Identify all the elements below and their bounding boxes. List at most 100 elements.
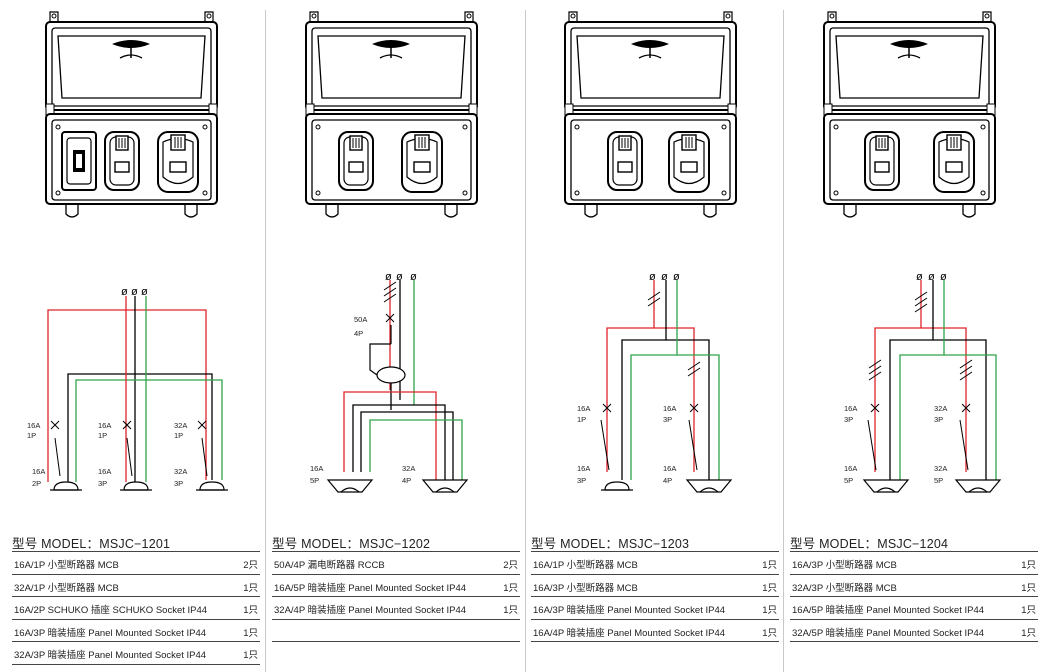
parts-table: 16A/1P 小型断路器 MCB 2只 32A/1P 小型断路器 MCB 1只 16… bbox=[12, 551, 260, 665]
svg-text:3P: 3P bbox=[844, 415, 853, 424]
part-quantity: 1只 bbox=[503, 582, 518, 594]
svg-text:2P: 2P bbox=[32, 479, 41, 488]
svg-text:ø: ø bbox=[131, 286, 138, 298]
svg-text:1P: 1P bbox=[27, 431, 36, 440]
svg-text:4P: 4P bbox=[663, 476, 672, 485]
svg-text:1P: 1P bbox=[174, 431, 183, 440]
part-description: 16A/3P 暗装插座 Panel Mounted Socket IP44 bbox=[533, 605, 726, 616]
table-row: 50A/4P 漏电断路器 RCCB 2只 bbox=[272, 551, 520, 574]
table-row: 16A/3P 暗装插座 Panel Mounted Socket IP44 1只 bbox=[531, 596, 779, 619]
svg-text:5P: 5P bbox=[934, 476, 943, 485]
svg-text:32A: 32A bbox=[174, 467, 187, 476]
svg-text:16A: 16A bbox=[310, 464, 323, 473]
part-quantity: 1只 bbox=[1021, 560, 1036, 571]
model-panel-1203: ø ø ø 16A 1P 16A 3P 16A 3P 16A 4P 型号 MOD… bbox=[519, 0, 779, 672]
svg-text:1P: 1P bbox=[98, 431, 107, 440]
svg-text:ø: ø bbox=[396, 271, 403, 283]
part-quantity: 2只 bbox=[243, 560, 258, 571]
part-description: 16A/2P SCHUKO 插座 SCHUKO Socket IP44 bbox=[14, 605, 208, 616]
svg-text:3P: 3P bbox=[663, 415, 672, 424]
part-quantity: 1只 bbox=[762, 560, 777, 571]
table-row: 32A/1P 小型断路器 MCB 1只 bbox=[12, 573, 260, 597]
svg-text:ø: ø bbox=[649, 271, 656, 283]
table-row: 32A/5P 暗装插座 Panel Mounted Socket IP44 1只 bbox=[790, 618, 1038, 642]
part-description: 50A/4P 漏电断路器 RCCB bbox=[274, 560, 385, 571]
svg-text:3P: 3P bbox=[174, 479, 183, 488]
part-quantity: 1只 bbox=[762, 582, 777, 594]
terminal-symbols: ø ø ø bbox=[385, 271, 417, 283]
svg-text:16A: 16A bbox=[844, 404, 857, 413]
table-row bbox=[272, 618, 520, 642]
part-description: 16A/4P 暗装插座 Panel Mounted Socket IP44 bbox=[533, 627, 726, 639]
terminal-symbols: ø ø ø bbox=[916, 271, 947, 283]
svg-text:16A: 16A bbox=[98, 467, 111, 476]
svg-text:16A: 16A bbox=[663, 404, 676, 413]
part-quantity: 1只 bbox=[243, 582, 258, 594]
svg-text:1P: 1P bbox=[577, 415, 586, 424]
model-panel-1204: ø ø ø 16A 3P 32A 3P 16A 5P 32A 5P 型号 MOD… bbox=[778, 0, 1038, 672]
part-quantity: 1只 bbox=[243, 650, 258, 661]
svg-text:ø: ø bbox=[940, 271, 947, 283]
svg-text:32A: 32A bbox=[174, 421, 187, 430]
part-description: 16A/1P 小型断路器 MCB bbox=[14, 560, 119, 571]
part-description: 16A/5P 暗装插座 Panel Mounted Socket IP44 bbox=[792, 605, 985, 616]
terminal-symbols: ø ø ø bbox=[649, 271, 680, 283]
svg-text:16A: 16A bbox=[27, 421, 40, 430]
svg-text:5P: 5P bbox=[310, 476, 319, 485]
part-description: 16A/5P 暗装插座 Panel Mounted Socket IP44 bbox=[274, 582, 467, 594]
svg-text:3P: 3P bbox=[934, 415, 943, 424]
part-quantity: 1只 bbox=[1021, 627, 1036, 639]
enclosure-diagram-1203: ø ø ø 16A 1P 16A 3P 16A 3P 16A 4P bbox=[564, 11, 737, 493]
part-quantity: 1只 bbox=[1021, 582, 1036, 594]
model-title: 型号 MODEL：MSJC−1202 bbox=[272, 537, 431, 551]
part-description: 16A/1P 小型断路器 MCB bbox=[533, 560, 638, 571]
svg-text:32A: 32A bbox=[402, 464, 415, 473]
enclosure-diagram-1204: ø ø ø 16A 3P 32A 3P 16A 5P 32A 5P bbox=[823, 11, 1001, 493]
svg-text:4P: 4P bbox=[354, 329, 363, 338]
table-row: 16A/5P 暗装插座 Panel Mounted Socket IP44 1只 bbox=[790, 596, 1038, 619]
wiring-diagram-1203 bbox=[600, 280, 732, 493]
svg-text:32A: 32A bbox=[934, 464, 947, 473]
enclosure-diagram-1202: ø ø ø 50A 4P 16A 5P 32A 4P bbox=[305, 11, 478, 493]
svg-text:ø: ø bbox=[385, 271, 392, 283]
part-quantity: 1只 bbox=[762, 627, 777, 639]
column-divider bbox=[783, 10, 784, 672]
svg-text:3P: 3P bbox=[98, 479, 107, 488]
model-title: 型号 MODEL：MSJC−1204 bbox=[790, 537, 949, 551]
svg-text:16A: 16A bbox=[577, 404, 590, 413]
svg-text:ø: ø bbox=[673, 271, 680, 283]
model-title: 型号 MODEL：MSJC−1201 bbox=[12, 537, 171, 551]
svg-text:ø: ø bbox=[661, 271, 668, 283]
part-description: 32A/3P 暗装插座 Panel Mounted Socket IP44 bbox=[14, 650, 207, 661]
wiring-diagram-1201 bbox=[47, 296, 229, 491]
svg-text:ø: ø bbox=[916, 271, 923, 283]
part-quantity: 1只 bbox=[503, 605, 518, 616]
svg-text:16A: 16A bbox=[32, 467, 45, 476]
component-labels: 16A 3P 32A 3P 16A 5P 32A 5P bbox=[844, 404, 947, 485]
part-quantity: 2只 bbox=[503, 560, 518, 571]
column-divider bbox=[525, 10, 526, 672]
svg-text:ø: ø bbox=[928, 271, 935, 283]
svg-text:ø: ø bbox=[410, 271, 417, 283]
part-quantity: 1只 bbox=[243, 627, 258, 639]
wiring-diagram-1204 bbox=[863, 280, 1001, 493]
svg-text:32A: 32A bbox=[934, 404, 947, 413]
part-quantity: 1只 bbox=[762, 605, 777, 616]
svg-text:50A: 50A bbox=[354, 315, 367, 324]
svg-text:4P: 4P bbox=[402, 476, 411, 485]
column-divider bbox=[265, 10, 266, 672]
table-row: 16A/4P 暗装插座 Panel Mounted Socket IP44 1只 bbox=[531, 618, 779, 642]
table-row: 16A/5P 暗装插座 Panel Mounted Socket IP44 1只 bbox=[272, 573, 520, 597]
model-panel-1202: ø ø ø 50A 4P 16A 5P 32A 4P 型号 MODEL：MSJC… bbox=[260, 0, 520, 672]
model-title: 型号 MODEL：MSJC−1203 bbox=[531, 537, 690, 551]
svg-text:16A: 16A bbox=[844, 464, 857, 473]
part-description: 32A/1P 小型断路器 MCB bbox=[14, 582, 119, 594]
part-quantity: 1只 bbox=[1021, 605, 1036, 616]
table-row: 16A/1P 小型断路器 MCB 2只 bbox=[12, 551, 260, 574]
part-description: 32A/5P 暗装插座 Panel Mounted Socket IP44 bbox=[792, 627, 985, 639]
component-labels: 50A 4P 16A 5P 32A 4P bbox=[310, 315, 415, 485]
